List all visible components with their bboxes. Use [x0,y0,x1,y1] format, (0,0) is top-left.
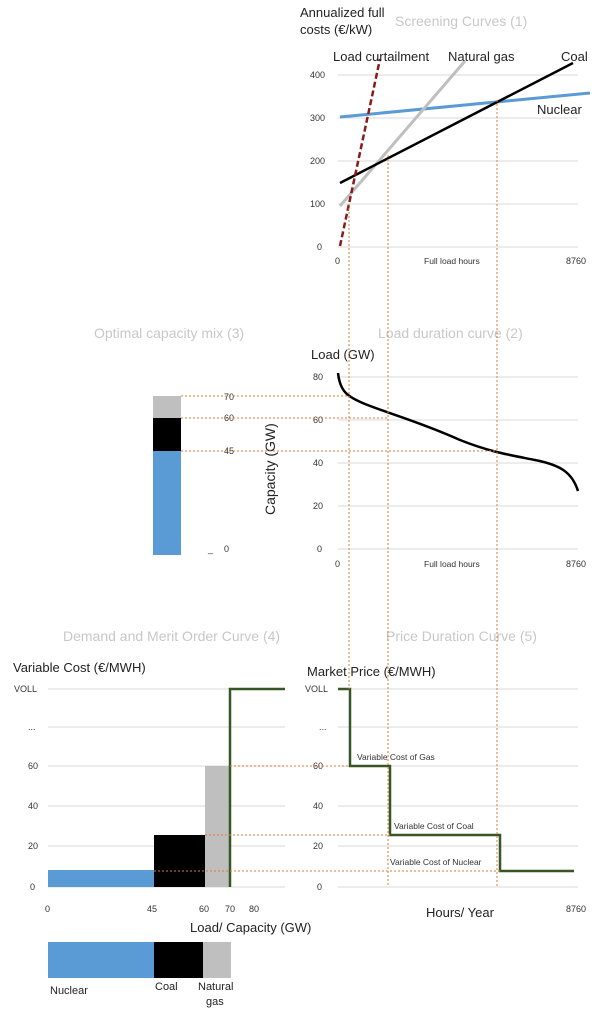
panel1-xlabel: Full load hours [424,256,480,266]
panel1-ytick: 400 [310,70,325,80]
panel5-xlabel: Hours/ Year [426,905,495,920]
annotation-coal-cost: Variable Cost of Coal [394,821,474,831]
capacity-gas-block [153,396,181,418]
panel2-ylabel: Load (GW) [311,347,375,362]
panel2-xlabel: Full load hours [424,559,480,569]
label-nuclear: Nuclear [537,102,582,117]
guide-lines [154,100,500,887]
panel3-ylabel: Capacity (GW) [262,423,278,515]
panel2-ytick: 20 [313,501,323,511]
panel3-title: Optimal capacity mix (3) [94,325,244,341]
panel5-ylabel: Market Price (€/MWH) [307,664,436,679]
panel4-ytick: 60 [28,761,38,771]
panel4-xtick: 80 [249,904,259,914]
merit-nuclear-block [48,870,154,887]
panel4-ytick: 0 [30,882,35,892]
panel2-xtick-left: 0 [335,559,340,569]
panel-screening-curves: Screening Curves (1) Annualized full cos… [300,5,591,266]
price-duration-curve [338,687,574,873]
capacity-nuclear-block [153,451,181,555]
legend-nuclear-label: Nuclear [50,985,88,997]
panel1-ylabel-line2: costs (€/kW) [300,22,372,37]
panel4-xtick: 0 [45,904,50,914]
panel1-ylabel-line1: Annualized full [300,5,385,20]
panel4-xlabel: Load/ Capacity (GW) [190,920,311,935]
legend-gas-block [203,942,231,978]
label-gas: Natural gas [448,49,515,64]
panel5-ytick: 0 [317,882,322,892]
annotation-gas-cost: Variable Cost of Gas [357,752,435,762]
curtailment-curve [338,58,382,247]
merit-coal-block [154,835,205,887]
legend-gas-label-line1: Natural [198,981,233,993]
panel1-ytick: 0 [317,242,322,252]
capacity-coal-block [153,418,181,451]
panel2-title: Load duration curve (2) [378,325,523,341]
panel-merit-order: Demand and Merit Order Curve (4) Variabl… [13,628,311,935]
merit-gas-block [205,766,230,887]
panel2-ytick: 40 [313,458,323,468]
panel4-ytick: 20 [28,841,38,851]
panel1-xtick-right: 8760 [566,256,586,266]
nuclear-curve [339,91,591,119]
panel-price-duration: Price Duration Curve (5) Market Price (€… [305,628,586,920]
panel-capacity-mix: Optimal capacity mix (3) 70 60 45 0 _ Ca… [94,325,278,555]
panel5-ytick: VOLL [305,684,328,694]
panel4-title: Demand and Merit Order Curve (4) [63,628,280,644]
panel2-ytick: 80 [313,372,323,382]
panel3-tick: 0 [224,544,229,554]
capacity-legend-bar: Nuclear Coal Natural gas [48,942,233,1008]
panel5-title: Price Duration Curve (5) [386,628,537,644]
panel2-xtick-right: 8760 [566,559,586,569]
label-curtailment: Load curtailment [333,49,429,64]
panel3-tick: 70 [224,392,234,402]
legend-gas-label-line2: gas [206,996,224,1008]
panel4-ytick: 40 [28,801,38,811]
panel1-ytick: 200 [310,156,325,166]
panel5-ytick: 40 [313,801,323,811]
annotation-nuclear-cost: Variable Cost of Nuclear [390,857,482,867]
panel-load-duration: Load duration curve (2) Load (GW) 80 60 … [311,325,586,569]
legend-nuclear-block [48,942,154,978]
panel4-ytick: VOLL [14,684,37,694]
panel2-ytick: 0 [317,544,322,554]
panel4-xtick: 45 [147,904,157,914]
gas-curve [338,60,467,207]
panel4-ytick: ... [28,722,36,732]
panel1-ytick: 300 [310,113,325,123]
panel5-xtick-right: 8760 [566,904,586,914]
panel1-ytick: 100 [310,199,325,209]
demand-curve [228,687,285,887]
panel3-underscore: _ [207,544,214,554]
legend-coal-block [154,942,203,978]
legend-coal-label: Coal [155,981,178,993]
panel5-ytick: 20 [313,841,323,851]
panel1-xtick-left: 0 [335,256,340,266]
coal-curve [339,61,574,185]
panel4-xtick: 70 [225,904,235,914]
panel4-xtick: 60 [199,904,209,914]
panel4-ylabel: Variable Cost (€/MWH) [13,660,146,675]
panel5-ytick: ... [319,722,327,732]
label-coal: Coal [561,49,588,64]
panel1-title: Screening Curves (1) [395,13,527,29]
load-duration-curve [336,372,580,492]
panel2-ytick: 60 [313,415,323,425]
